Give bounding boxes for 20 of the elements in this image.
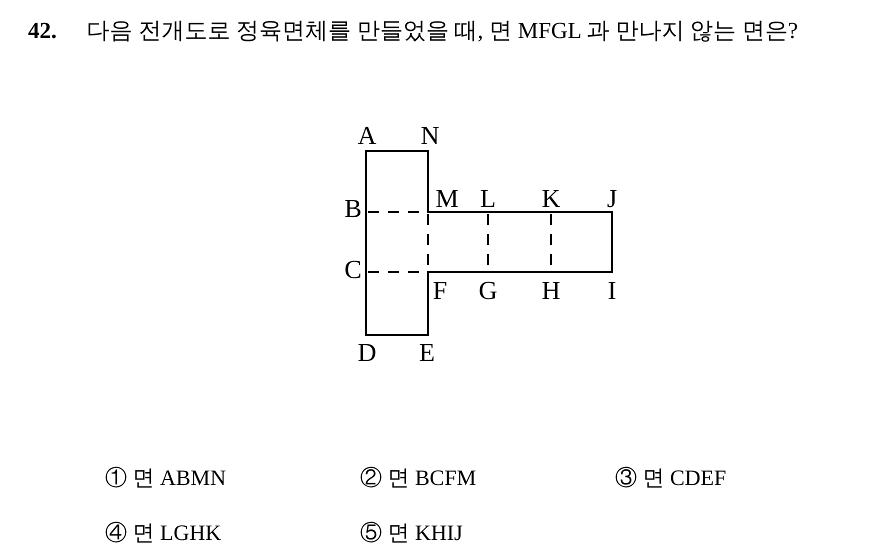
answer-choice: ③ 면 CDEF	[615, 467, 726, 489]
vertex-label: H	[542, 278, 560, 304]
answer-choice: ④ 면 LGHK	[105, 522, 222, 544]
vertex-label: B	[344, 196, 362, 222]
vertex-label: K	[542, 186, 560, 212]
answer-choice: ⑤ 면 KHIJ	[360, 522, 463, 544]
question-text: 42. 다음 전개도로 정육면체를 만들었을 때, 면 MFGL 과 만나지 않는 면은?	[28, 17, 800, 45]
vertex-label: G	[478, 278, 498, 304]
answer-choice: ② 면 BCFM	[360, 467, 476, 489]
vertex-label: C	[344, 257, 362, 283]
vertex-label: F	[432, 278, 448, 304]
vertex-label: M	[435, 186, 459, 212]
vertex-label: A	[358, 123, 376, 149]
answer-choice: ① 면 ABMN	[105, 467, 226, 489]
vertex-label: N	[420, 123, 440, 149]
vertex-label: E	[419, 340, 435, 366]
vertex-label: D	[358, 340, 376, 366]
vertex-label: L	[480, 186, 496, 212]
vertex-label: J	[606, 186, 618, 212]
vertex-label: I	[608, 278, 616, 304]
